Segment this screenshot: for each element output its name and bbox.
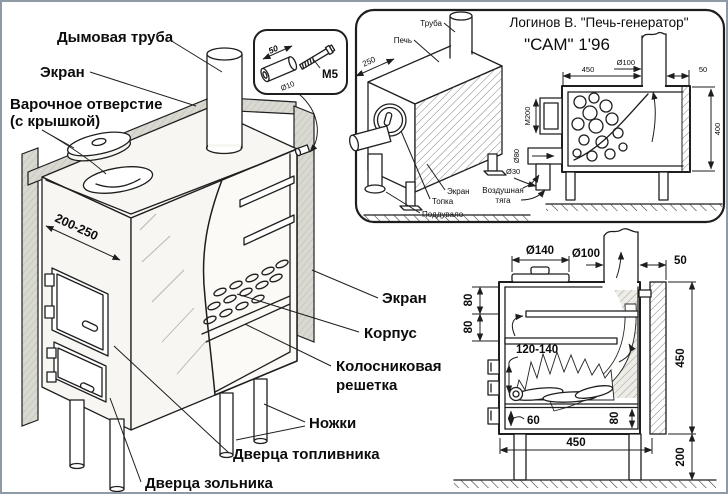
inset-pipe-dim: Ø30 xyxy=(506,167,520,176)
stove-legs xyxy=(69,378,268,492)
inset-firebox-label: Топка xyxy=(432,197,454,206)
top-gap-dim: 80 xyxy=(463,294,475,307)
baffle-lower xyxy=(243,214,295,246)
inset-pipe-label: Труба xyxy=(420,19,442,28)
inset-height-dim: 400 xyxy=(713,123,722,136)
inset-duct-dim: Ø80 xyxy=(512,149,521,163)
inset-ash-duct xyxy=(348,125,392,152)
chimney-pipe xyxy=(205,47,243,155)
grate xyxy=(201,259,291,343)
fuel-door-label: Дверца топливника xyxy=(233,446,380,463)
screen-panel xyxy=(21,96,315,427)
section-door-hinges xyxy=(487,359,500,425)
hole-label-line1: Варочное отверстие xyxy=(10,96,162,113)
section-lid xyxy=(511,266,570,283)
inset-width-dim: 450 xyxy=(582,65,595,74)
grate-label-line2: решетка xyxy=(336,377,398,394)
section-dimensions: Ø140 Ø100 50 80 80 120-140 60 80 450 xyxy=(463,245,696,481)
inset-gap-dim: 50 xyxy=(699,65,707,74)
cross-section-diagram: Ø140 Ø100 50 80 80 120-140 60 80 450 xyxy=(453,228,717,488)
legs-label: Ножки xyxy=(309,415,356,432)
cooking-hole xyxy=(82,166,154,194)
inset-chimney-dim: Ø100 xyxy=(617,58,635,67)
inset-draft-label-2: тяга xyxy=(495,196,511,205)
ash-right-dim: 80 xyxy=(609,412,621,425)
body-label: Корпус xyxy=(364,325,417,342)
magazine-inset: Логинов В. "Печь-генератор" "САМ" 1'96 xyxy=(348,8,726,224)
bolt xyxy=(299,44,336,70)
screen-label-left: Экран xyxy=(40,64,85,81)
gap-dim: 50 xyxy=(674,255,687,267)
ash-door-label: Дверца зольника xyxy=(145,475,274,492)
inset-loading-door xyxy=(539,97,563,135)
inset-draft-label-1: Воздушная xyxy=(482,186,523,195)
section-baffle-lower xyxy=(504,337,618,345)
inset-cross-section: М200 450 50 Ø100 400 Ø80 Ø30 Воз xyxy=(482,31,723,211)
spacer-length-dim: 50 xyxy=(267,43,280,56)
inset-door-dim: М200 xyxy=(523,107,532,126)
inset-stones xyxy=(571,92,628,162)
ash-door xyxy=(46,341,107,403)
chimney-dim: Ø100 xyxy=(572,248,600,260)
fire-and-logs xyxy=(508,350,615,403)
inset-title-line2: "САМ" 1'96 xyxy=(524,35,610,54)
cooking-lid xyxy=(66,131,132,162)
main-stove-diagram: 200-250 Дымовая труба Экран Варочное отв… xyxy=(10,29,441,492)
spacer-tube xyxy=(260,56,298,83)
inset-stove-label: Печь xyxy=(394,36,412,45)
ash-left-dim: 60 xyxy=(527,415,540,427)
section-chimney xyxy=(603,228,639,286)
spacer-diameter-dim: Ø10 xyxy=(279,79,296,93)
width-dim: 450 xyxy=(566,437,585,449)
screen-label-right: Экран xyxy=(382,290,427,307)
inset-title-line1: Логинов В. "Печь-генератор" xyxy=(509,15,688,30)
section-screen xyxy=(649,281,667,435)
height-dim: 450 xyxy=(675,348,687,367)
bolt-detail-inset: 50 Ø10 M5 xyxy=(253,29,348,153)
fuel-door xyxy=(44,267,109,357)
legs-dim: 200 xyxy=(675,447,687,466)
hole-label-line2: (с крышкой) xyxy=(10,113,100,130)
mid-gap-dim: 80 xyxy=(463,321,475,334)
bolt-thread-label: M5 xyxy=(322,69,339,81)
chimney-label: Дымовая труба xyxy=(57,29,174,46)
baffle-upper xyxy=(239,175,295,208)
section-baffle-upper xyxy=(525,310,639,318)
grate-label-line1: Колосниковая xyxy=(336,358,441,375)
firebox-dim: 120-140 xyxy=(516,344,558,356)
inset-small-stove: 250 Труба Печь Экран Топка Поддувало xyxy=(348,11,531,221)
inset-screen-label: Экран xyxy=(447,187,470,196)
lid-dim: Ø140 xyxy=(526,245,554,257)
screen-spacer xyxy=(294,144,311,157)
